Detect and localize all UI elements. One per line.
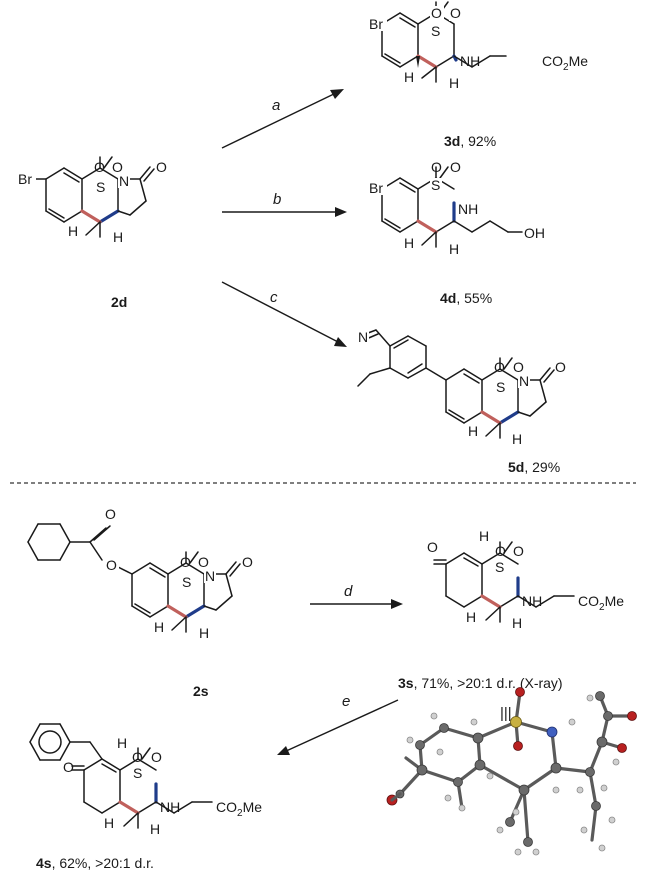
atom-nh: NH — [522, 593, 542, 609]
atom-h: H — [468, 423, 478, 439]
atom-h: H — [150, 821, 160, 837]
ester-group: CO2Me — [542, 53, 588, 73]
reagent-d: d — [344, 583, 353, 600]
atom-h: H — [68, 223, 78, 239]
atom-br: Br — [369, 180, 383, 196]
compound-2d-label: 2d — [111, 294, 127, 310]
atom-o: O — [180, 554, 191, 570]
atom-o: O — [63, 759, 74, 775]
atom-h: H — [512, 431, 522, 447]
atom-o: O — [431, 159, 442, 175]
reagent-e: e — [342, 693, 350, 710]
compound-3d-label: 3d, 92% — [444, 133, 496, 149]
atom-h: H — [466, 609, 476, 625]
atom-n: N — [119, 173, 129, 189]
atom-br: Br — [369, 16, 383, 32]
atom-o: O — [105, 506, 116, 522]
arrow-e — [277, 699, 399, 755]
atom-o: O — [112, 159, 123, 175]
arrow-c — [221, 281, 347, 347]
atom-o: O — [555, 359, 566, 375]
compound-4s-structure — [29, 723, 213, 829]
atom-o: O — [427, 539, 438, 555]
compound-3s-label: 3s, 71%, >20:1 d.r. (X-ray) — [398, 675, 563, 691]
atom-oh: OH — [524, 225, 545, 241]
atom-o: O — [198, 554, 209, 570]
atom-h: H — [154, 619, 164, 635]
reagent-c: c — [270, 289, 278, 306]
atom-s: S — [182, 574, 191, 590]
atom-h: H — [117, 735, 127, 751]
atom-h: H — [113, 229, 123, 245]
arrow-d — [310, 599, 403, 609]
equivalence-mark: ||| — [500, 705, 512, 722]
atom-o: O — [431, 5, 442, 21]
reagent-a: a — [272, 97, 280, 114]
atom-o: O — [495, 543, 506, 559]
atom-s: S — [496, 379, 505, 395]
atom-br: Br — [18, 171, 32, 187]
xray-structure — [386, 687, 637, 856]
atom-o: O — [151, 749, 162, 765]
ester-group: CO2Me — [578, 593, 624, 613]
atom-o: O — [450, 5, 461, 21]
atom-o: O — [132, 749, 143, 765]
compound-5d-label: 5d, 29% — [508, 459, 560, 475]
atom-o: O — [242, 554, 253, 570]
atom-h: H — [479, 528, 489, 544]
atom-h: H — [199, 625, 209, 641]
atom-h: H — [449, 75, 459, 91]
atom-o: O — [450, 159, 461, 175]
reagent-b: b — [273, 191, 281, 208]
atom-o: O — [494, 359, 505, 375]
atom-nh: NH — [160, 799, 180, 815]
atom-n: N — [358, 329, 368, 345]
atom-h: H — [404, 69, 414, 85]
compound-3s-structure — [433, 541, 575, 623]
compound-4d-structure — [371, 166, 523, 248]
atom-s: S — [96, 179, 105, 195]
compound-2s-structure — [27, 523, 241, 633]
compound-4s-label: 4s, 62%, >20:1 d.r. — [36, 855, 154, 871]
compound-5d-structure — [357, 329, 555, 439]
arrow-b — [222, 207, 347, 217]
atom-h: H — [512, 615, 522, 631]
atom-s: S — [495, 559, 504, 575]
ester-group: CO2Me — [216, 799, 262, 819]
atom-nh: NH — [460, 53, 480, 69]
compound-2s-label: 2s — [193, 683, 209, 699]
atom-o: O — [513, 359, 524, 375]
atom-s: S — [431, 177, 440, 193]
atom-o: O — [106, 557, 117, 573]
atom-s: S — [431, 23, 440, 39]
atom-h: H — [404, 235, 414, 251]
atom-n: N — [205, 568, 215, 584]
atom-h: H — [449, 241, 459, 257]
atom-nh: NH — [458, 201, 478, 217]
arrow-a — [221, 89, 344, 149]
atom-h: H — [104, 815, 114, 831]
atom-s: S — [133, 765, 142, 781]
atom-o: O — [94, 159, 105, 175]
compound-4d-label: 4d, 55% — [440, 290, 492, 306]
atom-o: O — [156, 159, 167, 175]
atom-o: O — [513, 543, 524, 559]
atom-n: N — [519, 373, 529, 389]
